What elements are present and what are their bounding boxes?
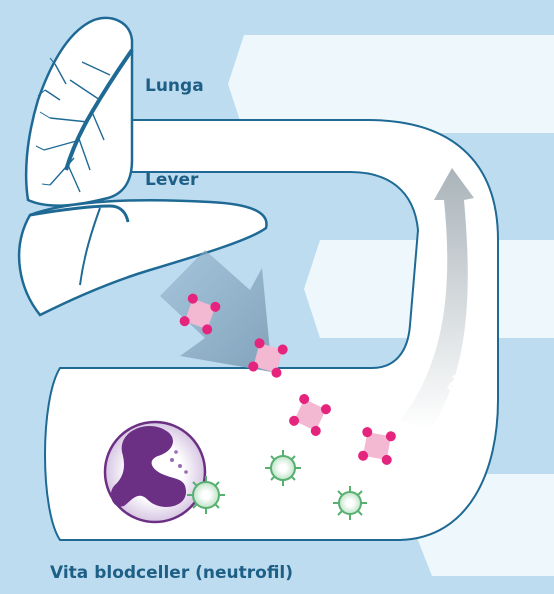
lung-label: Lunga bbox=[145, 76, 204, 96]
neutrophil-icon bbox=[105, 422, 205, 522]
white-blood-cell-label: Vita blodceller (neutrofil) bbox=[50, 563, 293, 583]
callout-panel-top bbox=[228, 35, 554, 133]
liver-label: Lever bbox=[145, 170, 198, 190]
lung-icon bbox=[26, 18, 132, 206]
